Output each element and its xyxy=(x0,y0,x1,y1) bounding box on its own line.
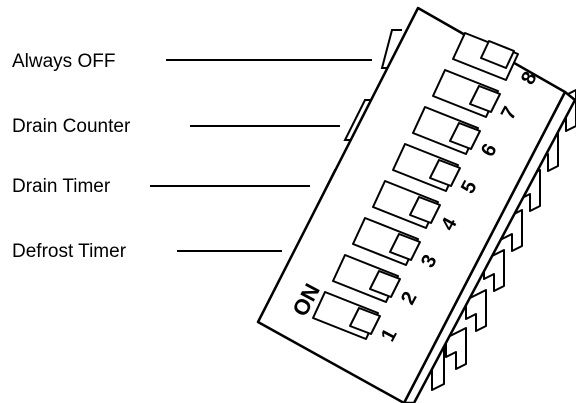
switch-7-knob[interactable] xyxy=(469,85,501,113)
switch-3[interactable] xyxy=(352,217,421,266)
switch-2-knob[interactable] xyxy=(369,270,401,298)
switch-2[interactable] xyxy=(332,254,401,303)
switch-8[interactable] xyxy=(452,32,519,81)
switch-6[interactable] xyxy=(412,106,481,155)
label-drain-timer-text: Drain Timer xyxy=(12,176,111,197)
label-defrost-timer-text: Defrost Timer xyxy=(12,241,127,262)
switch-5-knob[interactable] xyxy=(429,159,461,187)
switch-1-knob[interactable] xyxy=(349,307,381,335)
label-drain-counter-text: Drain Counter xyxy=(12,116,131,137)
pin-right-3 xyxy=(465,289,487,332)
switch-4[interactable] xyxy=(372,180,441,229)
switch-6-knob[interactable] xyxy=(449,122,481,150)
label-drain-timer: Drain Timer xyxy=(12,176,310,197)
switch-8-knob[interactable] xyxy=(480,40,515,69)
switch-3-knob[interactable] xyxy=(389,233,421,261)
switch-7[interactable] xyxy=(432,69,501,118)
label-always-off-text: Always OFF xyxy=(12,51,115,72)
label-always-off: Always OFF xyxy=(12,51,372,72)
pin-right-2 xyxy=(445,327,467,370)
switch-slots xyxy=(312,32,519,340)
switch-1[interactable] xyxy=(312,291,381,340)
label-drain-counter: Drain Counter xyxy=(12,116,340,137)
switch-5[interactable] xyxy=(392,143,461,192)
label-defrost-timer: Defrost Timer xyxy=(12,241,282,262)
switch-4-knob[interactable] xyxy=(409,196,441,224)
